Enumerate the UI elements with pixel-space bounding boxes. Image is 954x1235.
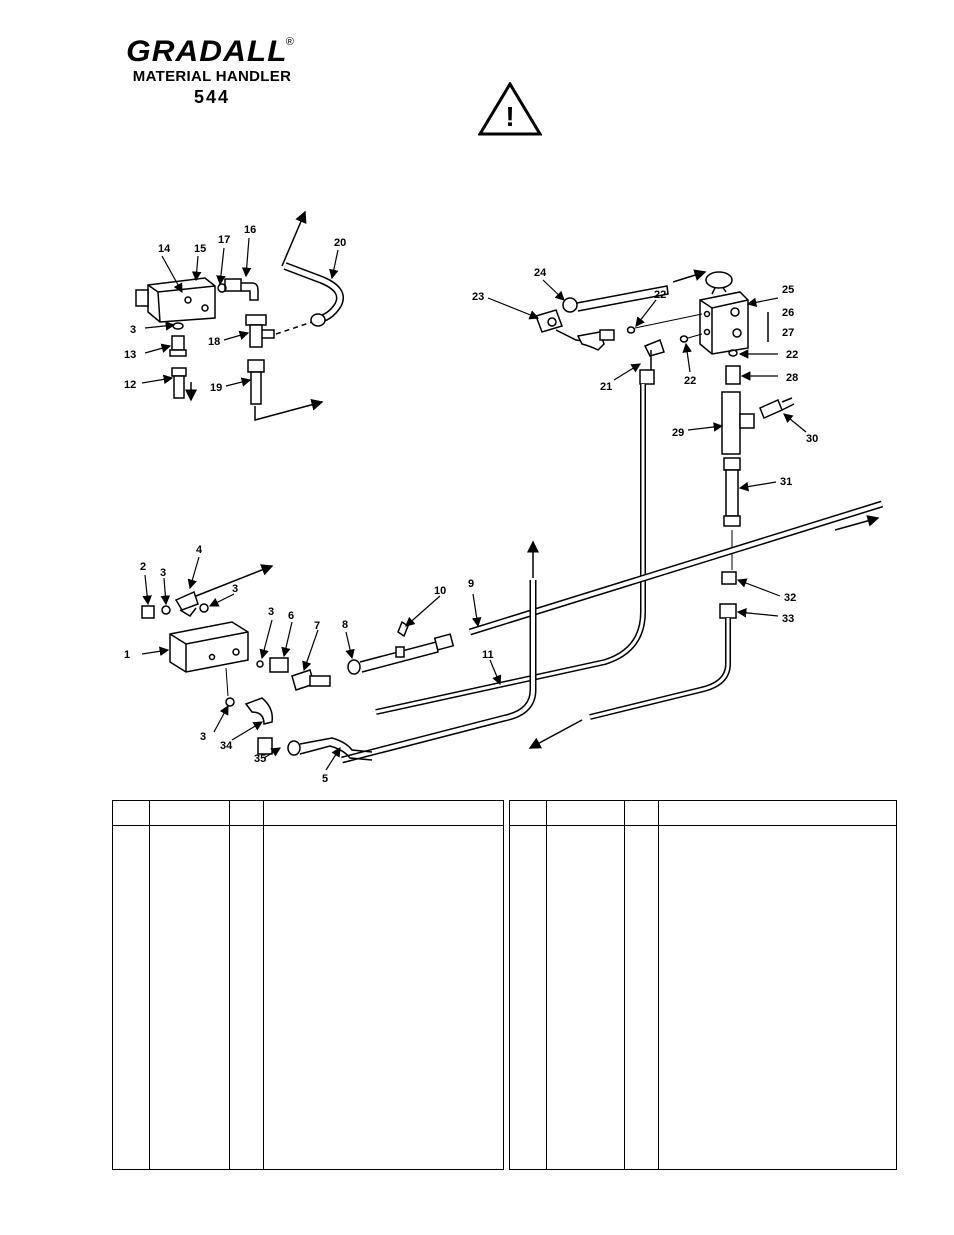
callout-3-b: 3	[232, 583, 238, 595]
ring-3d	[225, 697, 235, 707]
model-number: 544	[193, 87, 231, 107]
column-divider	[624, 801, 625, 1169]
hose-5	[257, 737, 373, 761]
tube-24	[562, 269, 707, 313]
fitting-28	[725, 365, 741, 385]
callout-33: 33	[782, 613, 794, 625]
callout-7: 7	[314, 620, 320, 632]
callout-32: 32	[784, 592, 796, 604]
callout-13: 13	[124, 349, 136, 361]
valve-25	[699, 271, 769, 355]
callout-23: 23	[472, 291, 484, 303]
callout-21: 21	[600, 381, 612, 393]
ring-3c	[256, 660, 264, 668]
brand-name: GRADALL	[126, 35, 288, 68]
callout-3-a: 3	[160, 567, 166, 579]
tube-9	[468, 500, 884, 636]
valve-block-1	[169, 621, 249, 697]
tube-33	[528, 603, 737, 749]
switch-30	[759, 397, 795, 420]
ring-22a	[626, 326, 636, 334]
tee-29	[721, 391, 755, 455]
tube-vertical-main	[375, 339, 665, 715]
callout-30: 30	[806, 433, 818, 445]
callout-3-d: 3	[200, 731, 206, 743]
valve-block-upper	[135, 277, 216, 323]
ring-22b	[679, 335, 689, 343]
brand-logo: GRADALL®	[112, 36, 312, 68]
callout-2: 2	[140, 561, 146, 573]
callout-6: 6	[288, 610, 294, 622]
callout-1: 1	[124, 649, 130, 661]
registered-mark: ®	[285, 36, 294, 48]
column-divider	[546, 801, 547, 1169]
fitting-19	[247, 359, 324, 421]
callout-labels: 14 15 17 16 20 3 13 12 18 19 24 23 22 21…	[124, 224, 818, 785]
table-header-rule	[113, 825, 503, 826]
fitting-stack-12-13	[169, 322, 197, 402]
column-divider	[263, 801, 264, 1169]
elbow-34	[244, 697, 274, 725]
callout-22-a: 22	[654, 289, 666, 301]
callout-26: 26	[782, 307, 794, 319]
column-divider	[149, 801, 150, 1169]
tube-11	[341, 540, 539, 764]
tee-18	[245, 314, 313, 348]
callout-35: 35	[254, 753, 266, 765]
callout-5: 5	[322, 773, 328, 785]
fitting-16	[217, 278, 259, 301]
callout-8: 8	[342, 619, 348, 631]
parts-table-right	[509, 800, 897, 1170]
fitting-32	[721, 571, 737, 585]
callout-15: 15	[194, 243, 206, 255]
hose-8	[347, 620, 455, 675]
parts-diagram: 14 15 17 16 20 3 13 12 18 19 24 23 22 21…	[124, 210, 884, 785]
elbow-4	[174, 564, 274, 617]
callout-31: 31	[780, 476, 792, 488]
callout-4: 4	[196, 544, 203, 556]
warning-triangle-icon: !	[478, 82, 542, 136]
callout-9: 9	[468, 578, 474, 590]
callout-25: 25	[782, 284, 794, 296]
callout-22-c: 22	[786, 349, 798, 361]
callout-10: 10	[434, 585, 446, 597]
callout-27: 27	[782, 327, 794, 339]
callout-3-c: 3	[268, 606, 274, 618]
table-header-rule	[510, 825, 896, 826]
elbow-21	[576, 329, 615, 351]
column-divider	[229, 801, 230, 1169]
parts-table-left	[112, 800, 504, 1170]
callout-19: 19	[210, 382, 222, 394]
elbow-23	[535, 309, 591, 343]
ring-3b	[199, 603, 209, 613]
ring-3a	[161, 605, 171, 615]
callout-18: 18	[208, 336, 220, 348]
callout-24: 24	[534, 267, 547, 279]
plug-2	[141, 605, 155, 619]
tee-7	[291, 669, 331, 691]
filter-31	[723, 457, 741, 570]
brand-header: GRADALL® MATERIAL HANDLER 544	[112, 36, 312, 108]
callout-11: 11	[482, 649, 494, 661]
brand-subtitle: MATERIAL HANDLER	[132, 68, 292, 85]
tube-20	[281, 210, 344, 327]
column-divider	[658, 801, 659, 1169]
callout-3-upper: 3	[130, 324, 136, 336]
callout-28: 28	[786, 372, 798, 384]
callout-12: 12	[124, 379, 136, 391]
callout-22-b: 22	[684, 375, 696, 387]
leader-lines	[141, 237, 807, 771]
callout-16: 16	[244, 224, 256, 236]
warning-symbol: !	[505, 101, 514, 132]
callout-20: 20	[334, 237, 346, 249]
callout-14: 14	[158, 243, 171, 255]
fitting-6	[269, 657, 289, 673]
callout-34: 34	[220, 740, 233, 752]
callout-29: 29	[672, 427, 684, 439]
callout-17: 17	[218, 234, 230, 246]
ring-22c	[728, 349, 738, 357]
